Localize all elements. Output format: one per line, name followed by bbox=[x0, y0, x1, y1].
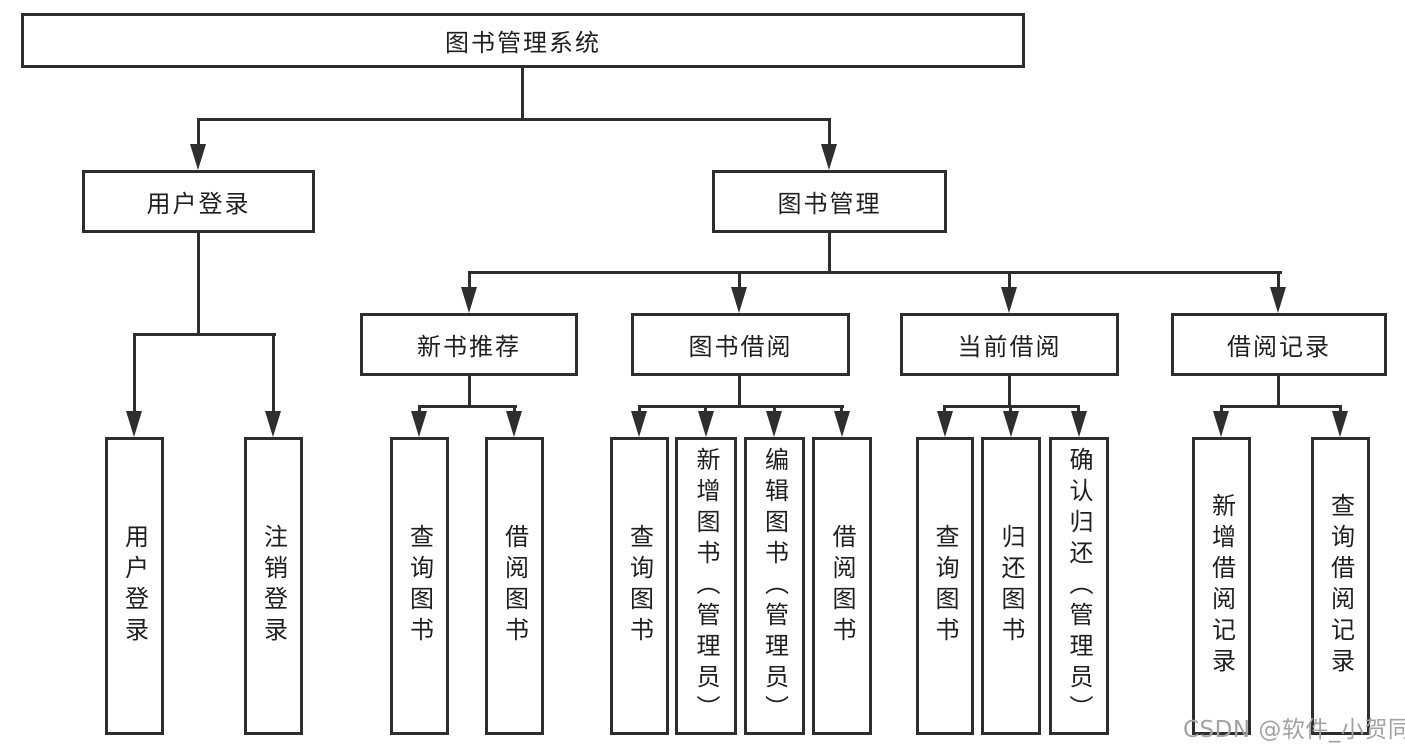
arrow-down-icon bbox=[411, 411, 427, 437]
arrow-down-icon bbox=[821, 144, 837, 170]
connector-line bbox=[1009, 405, 1012, 415]
arrow-down-icon bbox=[190, 144, 206, 170]
arrow-down-icon bbox=[461, 287, 477, 313]
node-records-query-record: 查询借阅记录 bbox=[1311, 437, 1370, 735]
connector-line bbox=[418, 405, 517, 408]
node-recommend-query-books: 查询图书 bbox=[390, 437, 449, 735]
connector-line bbox=[418, 405, 421, 415]
connector-line bbox=[513, 405, 516, 415]
connector-line bbox=[1339, 405, 1342, 415]
node-borrow-edit-books-admin: 编辑图书（管理员） bbox=[744, 437, 805, 735]
node-borrow-borrow-books: 借阅图书 bbox=[812, 437, 872, 735]
arrow-down-icon bbox=[834, 411, 850, 437]
connector-line bbox=[638, 405, 641, 415]
arrow-down-icon bbox=[631, 411, 647, 437]
arrow-down-icon bbox=[1001, 287, 1017, 313]
connector-line bbox=[468, 271, 1282, 274]
arrow-down-icon bbox=[1213, 411, 1229, 437]
node-records-add-record: 新增借阅记录 bbox=[1192, 437, 1251, 735]
arrow-down-icon bbox=[731, 287, 747, 313]
node-current-return-books: 归还图书 bbox=[981, 437, 1041, 735]
connector-line bbox=[1008, 374, 1011, 408]
arrow-down-icon bbox=[265, 411, 281, 437]
connector-line bbox=[468, 374, 471, 408]
connector-line bbox=[521, 67, 524, 121]
node-current-confirm-return-admin: 确认归还（管理员） bbox=[1049, 437, 1109, 735]
node-user-login-leaf: 用户登录 bbox=[105, 437, 164, 735]
node-section-new-book-recommend: 新书推荐 bbox=[360, 313, 578, 376]
connector-line bbox=[828, 232, 831, 274]
connector-line bbox=[197, 232, 200, 336]
connector-line bbox=[638, 405, 844, 408]
arrow-down-icon bbox=[506, 411, 522, 437]
connector-line bbox=[738, 271, 741, 291]
arrow-down-icon bbox=[698, 411, 714, 437]
node-root: 图书管理系统 bbox=[21, 13, 1025, 68]
connector-line bbox=[773, 405, 776, 415]
node-section-borrow-records: 借阅记录 bbox=[1171, 313, 1387, 376]
arrow-down-icon bbox=[1270, 287, 1286, 313]
node-section-book-borrow: 图书借阅 bbox=[631, 313, 850, 376]
connector-line bbox=[197, 118, 200, 148]
connector-line bbox=[828, 118, 831, 148]
arrow-down-icon bbox=[126, 411, 142, 437]
node-book-management-branch: 图书管理 bbox=[712, 170, 947, 233]
node-recommend-borrow-books: 借阅图书 bbox=[485, 437, 544, 735]
arrow-down-icon bbox=[937, 411, 953, 437]
connector-line bbox=[840, 405, 843, 415]
node-borrow-add-books-admin: 新增图书（管理员） bbox=[675, 437, 737, 735]
node-borrow-query-books: 查询图书 bbox=[610, 437, 669, 735]
arrow-down-icon bbox=[1332, 411, 1348, 437]
connector-line bbox=[943, 405, 946, 415]
connector-line bbox=[133, 333, 136, 415]
arrow-down-icon bbox=[766, 411, 782, 437]
arrow-down-icon bbox=[1003, 411, 1019, 437]
connector-line bbox=[197, 118, 831, 121]
node-logout-leaf: 注销登录 bbox=[244, 437, 303, 735]
connector-line bbox=[1277, 271, 1280, 291]
connector-line bbox=[1220, 405, 1223, 415]
connector-line bbox=[468, 271, 471, 291]
connector-line bbox=[704, 405, 707, 415]
connector-line bbox=[1277, 374, 1280, 408]
connector-line bbox=[133, 333, 276, 336]
node-user-login-branch: 用户登录 bbox=[82, 170, 315, 233]
arrow-down-icon bbox=[1071, 411, 1087, 437]
connector-line bbox=[1077, 405, 1080, 415]
node-section-current-borrow: 当前借阅 bbox=[900, 313, 1119, 376]
connector-line bbox=[738, 374, 741, 408]
connector-line bbox=[1008, 271, 1011, 291]
connector-line bbox=[1220, 405, 1342, 408]
connector-line bbox=[272, 333, 275, 415]
node-current-query-books: 查询图书 bbox=[916, 437, 974, 735]
watermark: CSDN @软件_小贺同学 bbox=[1183, 717, 1405, 743]
